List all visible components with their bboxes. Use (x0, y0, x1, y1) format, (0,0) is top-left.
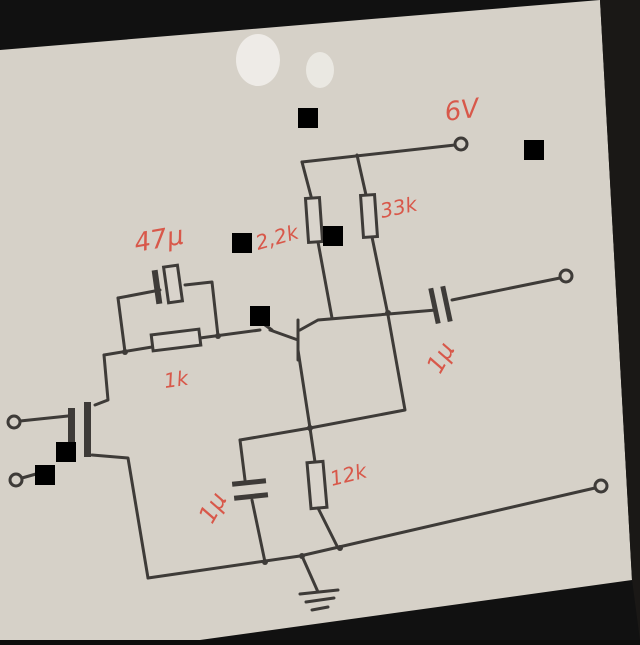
ground-terminal (593, 478, 609, 494)
output-capacitor-plate1 (428, 287, 441, 325)
input-coupler-left (68, 408, 75, 458)
redaction-block (323, 226, 343, 246)
redaction-block (56, 442, 76, 462)
resistor-collector (303, 195, 325, 245)
redaction-block (35, 465, 55, 485)
resistor-bias-top (358, 192, 380, 240)
redaction-block (524, 140, 544, 160)
input-terminal-top (6, 414, 22, 430)
transistor-emitter (296, 348, 312, 430)
feedback-capacitor-plate1 (151, 269, 163, 305)
feedback-capacitor-plate2 (161, 263, 185, 305)
output-capacitor-plate2 (440, 285, 453, 323)
bias-wire (308, 313, 407, 430)
glare (236, 34, 280, 86)
ground-symbol (298, 588, 340, 596)
supply-terminal (453, 136, 469, 152)
input-coupler-right (84, 402, 91, 457)
resistor-emitter (305, 459, 329, 511)
input-terminal-bottom (8, 472, 24, 488)
label-supply: 6V (443, 93, 483, 128)
redaction-block (250, 306, 270, 326)
label-r-feedback: 1k (162, 366, 191, 393)
output-terminal (558, 268, 574, 284)
redaction-block (298, 108, 318, 128)
emitter-capacitor-plate1 (231, 478, 267, 487)
redaction-block (232, 233, 252, 253)
supply-rail (300, 143, 457, 164)
emitter-capacitor-plate2 (233, 492, 269, 501)
